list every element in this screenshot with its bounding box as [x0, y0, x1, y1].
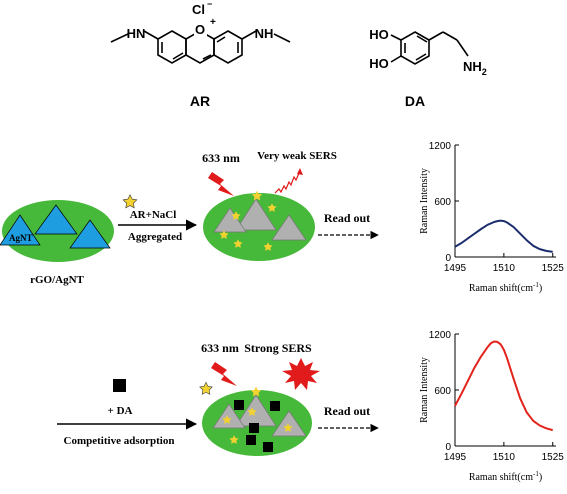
reagent-da: + DA	[108, 405, 133, 417]
nh2-label: NH2	[463, 59, 487, 77]
da-square-icon	[270, 401, 280, 411]
sers-strong: Strong SERS	[244, 341, 312, 355]
step-aggregated: Aggregated	[128, 231, 182, 243]
scatter-signal-icon	[297, 168, 303, 175]
agnt-triangle	[69, 219, 111, 249]
da-square-icon	[246, 435, 256, 445]
spectrum-line	[454, 219, 553, 253]
y-tick-label: 1200	[429, 330, 452, 341]
y-tick-label: 0	[445, 253, 451, 264]
da-square-icon	[113, 379, 126, 392]
spectrum-chart-strong: 0 600 1200 1495 1510 1525 Raman IntensityRaman…	[419, 330, 564, 483]
ho-bottom-label: HO	[369, 56, 389, 71]
y-tick-label: 1200	[429, 141, 452, 152]
laser-bolt-icon	[208, 172, 234, 196]
x-tick-label: 1525	[542, 452, 565, 463]
agnt-triangle-aggregated	[271, 410, 307, 437]
readout-label: Read out	[324, 211, 370, 225]
oxygen-charge: +	[210, 17, 216, 28]
y-tick-label: 600	[434, 386, 451, 397]
x-tick-label: 1495	[444, 263, 467, 274]
da-square-icon	[249, 423, 259, 433]
y-tick-label: 0	[445, 442, 451, 453]
sers-weak: Very weak SERS	[257, 150, 337, 162]
x-tick-label: 1525	[542, 263, 565, 274]
agnt-triangle-aggregated	[212, 403, 246, 429]
y-axis-label: Raman Intensity	[419, 168, 430, 234]
da-name: DA	[405, 93, 425, 109]
chloride-label: Cl	[192, 2, 205, 17]
agnt-triangle-aggregated	[213, 207, 247, 233]
hn-left-label: HN	[127, 26, 146, 41]
agnt-triangle-aggregated	[271, 214, 307, 241]
oxygen-label: O	[195, 22, 205, 37]
x-tick-label: 1510	[493, 263, 516, 274]
agnt-triangle	[34, 204, 78, 235]
agnt-triangle-aggregated	[235, 198, 277, 231]
da-square-icon	[234, 400, 244, 410]
x-tick-label: 1495	[444, 452, 467, 463]
o-mask	[194, 22, 207, 36]
ar-star-icon	[122, 194, 138, 209]
agnt-triangle	[0, 214, 41, 246]
step-competitive-adsorption: Competitive adsorption	[64, 435, 175, 447]
readout-label: Read out	[324, 404, 370, 418]
scatter-signal-icon	[274, 170, 301, 194]
x-tick-label: 1510	[493, 452, 516, 463]
ho-top-label: HO	[369, 27, 389, 42]
da-structure	[390, 31, 469, 65]
laser-bolt-icon	[211, 362, 237, 386]
da-square-icon	[263, 442, 273, 452]
ar-structure	[110, 30, 291, 64]
reagent-ar-nacl: AR+NaCl	[130, 209, 177, 221]
y-axis-label: Raman Intensity	[419, 357, 430, 423]
laser-wavelength: 633 nm	[202, 151, 240, 165]
ar-name: AR	[190, 93, 210, 109]
x-axis-label: Raman shift(cm-1)	[469, 281, 542, 294]
row2-scheme: + DA Competitive adsorption 633 nm Stron…	[57, 341, 379, 456]
spectrum-chart-weak: 0 600 1200 1495 1510 1525 Raman IntensityRaman…	[419, 141, 564, 294]
star-icon	[199, 381, 213, 395]
x-axis-label: Raman shift(cm-1)	[469, 470, 542, 483]
nh-right-label: NH	[255, 26, 274, 41]
y-tick-label: 600	[434, 197, 451, 208]
laser-wavelength: 633 nm	[201, 341, 239, 355]
chloride-charge: −	[207, 0, 212, 9]
burst-icon	[282, 358, 320, 390]
sheet-label: rGO/AgNT	[30, 274, 84, 286]
row1-scheme: AgNT rGO/AgNT AR+NaCl Aggregated 633 nm …	[0, 150, 379, 286]
agnt-label: AgNT	[9, 233, 33, 243]
spectrum-line	[454, 340, 553, 432]
